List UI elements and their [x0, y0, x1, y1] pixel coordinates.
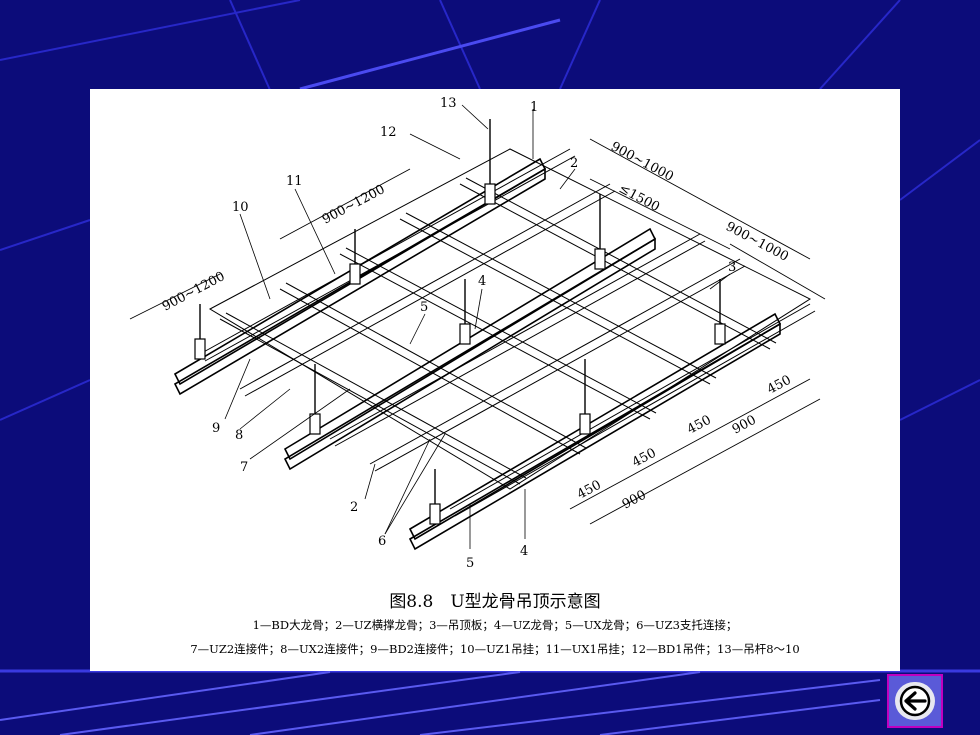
dim-900-1200-top: 900~1200 [320, 182, 388, 228]
ceiling-keel-diagram: 13 1 12 11 10 2 3 4 5 9 8 7 2 6 5 4 900~… [129, 96, 826, 571]
dim-900-1200-left: 900~1200 [160, 269, 228, 315]
dim-900-1000-right: 900~1000 [723, 219, 791, 265]
callout-2b: 2 [350, 500, 358, 515]
figure-legend-line-2: 7—UZ2连接件；8—UX2连接件；9—BD2连接件；10—UZ1吊挂；11—U… [190, 642, 800, 656]
callout-7: 7 [240, 460, 248, 475]
callout-5b: 5 [466, 556, 474, 571]
dim-900-a: 900 [730, 413, 759, 438]
callout-2: 2 [570, 156, 578, 171]
dim-450-c: 450 [630, 446, 659, 471]
dim-900-1000-top: 900~1000 [608, 139, 676, 185]
figure-title: 图8.8 U型龙骨吊顶示意图 [389, 592, 601, 612]
callout-9: 9 [212, 421, 220, 436]
callout-11: 11 [286, 174, 303, 189]
dim-900-b: 900 [620, 488, 649, 513]
callout-3: 3 [728, 260, 736, 275]
callout-5: 5 [420, 300, 428, 315]
figure-panel: 13 1 12 11 10 2 3 4 5 9 8 7 2 6 5 4 900~… [90, 89, 900, 671]
callout-1: 1 [530, 100, 538, 115]
back-button[interactable] [887, 674, 943, 728]
callout-10: 10 [232, 200, 249, 215]
callout-8: 8 [235, 428, 243, 443]
arrow-left-icon [899, 685, 931, 717]
back-button-face [895, 682, 935, 720]
callout-13: 13 [440, 96, 457, 111]
callout-4: 4 [478, 274, 486, 289]
callout-12: 12 [380, 125, 397, 140]
figure-legend-line-1: 1—BD大龙骨；2—UZ横撑龙骨；3—吊顶板；4—UZ龙骨；5—UX龙骨；6—U… [252, 618, 738, 632]
callout-6: 6 [378, 534, 386, 549]
callout-4b: 4 [520, 544, 528, 559]
dim-le1500: ≤1500 [616, 181, 662, 215]
dim-450-a: 450 [765, 373, 794, 398]
